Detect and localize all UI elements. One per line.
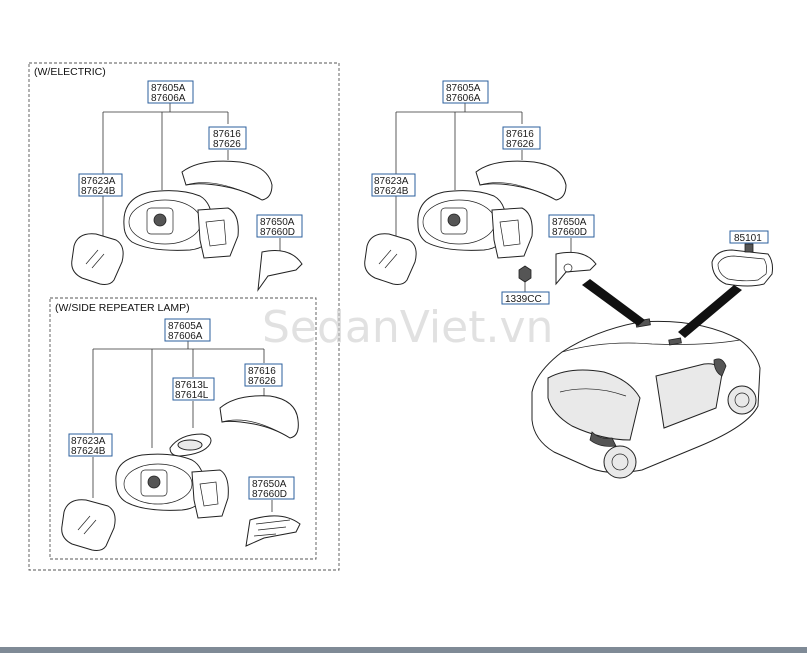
- part-number: 87624B: [71, 446, 106, 457]
- mirror-trim-manual-drawing: [555, 251, 597, 286]
- part-label-87623A-electric[interactable]: 87623A 87624B: [78, 173, 123, 197]
- part-number: 87605A: [151, 83, 186, 94]
- electric-frame: [28, 62, 340, 571]
- part-label-87605A-manual[interactable]: 87605A 87606A: [442, 80, 489, 104]
- inside-rearview-mirror-drawing: [711, 243, 773, 287]
- part-number: 87614L: [175, 390, 209, 401]
- part-number: 87660D: [552, 227, 587, 238]
- part-number: 87660D: [252, 489, 287, 500]
- part-number: 85101: [734, 233, 762, 244]
- part-number: 87624B: [374, 186, 409, 197]
- part-number: 87623A: [374, 176, 409, 187]
- part-label-87616-electric[interactable]: 87616 87626: [208, 126, 247, 150]
- mirror-cover-manual-drawing: [475, 160, 567, 201]
- part-number: 87605A: [168, 321, 203, 332]
- part-number: 87606A: [151, 93, 186, 104]
- part-number: 87650A: [260, 217, 295, 228]
- part-number: 87626: [506, 139, 534, 150]
- mirror-assembly-manual-drawing: [417, 190, 533, 259]
- part-label-85101[interactable]: 85101: [729, 230, 769, 244]
- part-number: 87626: [248, 376, 276, 387]
- part-number: 87616: [248, 366, 276, 377]
- part-number: 87616: [506, 129, 534, 140]
- part-number: 87606A: [168, 331, 203, 342]
- part-label-87650A-electric[interactable]: 87650A 87660D: [256, 214, 303, 238]
- mirror-glass-drawing: [71, 233, 124, 285]
- part-number: 87660D: [260, 227, 295, 238]
- part-number: 87623A: [81, 176, 116, 187]
- part-number: 1339CC: [505, 294, 542, 305]
- part-number: 87606A: [446, 93, 481, 104]
- electric-group-title: (W/ELECTRIC): [34, 66, 106, 78]
- mirror-cover-repeater-drawing: [219, 395, 299, 439]
- part-number: 87650A: [552, 217, 587, 228]
- part-label-87616-manual[interactable]: 87616 87626: [502, 126, 541, 150]
- repeater-leader-lines: [92, 341, 273, 512]
- part-number: 87605A: [446, 83, 481, 94]
- part-number: 87626: [213, 139, 241, 150]
- pointer-arrows: [582, 279, 742, 338]
- part-number: 87624B: [81, 186, 116, 197]
- manual-leader-lines: [395, 103, 750, 292]
- mirror-cover-drawing: [181, 160, 273, 201]
- electric-leader-lines: [102, 103, 281, 254]
- repeater-frame: [49, 297, 317, 560]
- mirror-glass-repeater-drawing: [61, 499, 116, 551]
- mirror-glass-manual-drawing: [364, 233, 417, 285]
- watermark: SedanViet.vn: [262, 302, 553, 353]
- side-repeater-lamp-drawing: [169, 433, 212, 457]
- part-label-87623A-manual[interactable]: 87623A 87624B: [371, 173, 416, 197]
- part-label-87650A-repeater[interactable]: 87650A 87660D: [248, 476, 295, 500]
- mirror-assembly-drawing: [123, 190, 239, 259]
- part-label-87605A-repeater[interactable]: 87605A 87606A: [164, 318, 211, 342]
- part-label-87616-repeater[interactable]: 87616 87626: [244, 363, 283, 387]
- part-label-87650A-manual[interactable]: 87650A 87660D: [548, 214, 595, 238]
- car-illustration: [531, 318, 761, 479]
- part-label-1339CC[interactable]: 1339CC: [501, 291, 550, 305]
- nut-drawing: [518, 265, 532, 283]
- part-label-87613L-repeater[interactable]: 87613L 87614L: [172, 377, 215, 401]
- mirror-assembly-repeater-drawing: [115, 453, 229, 519]
- mirror-trim-drawing: [257, 250, 303, 292]
- part-label-87605A-electric[interactable]: 87605A 87606A: [147, 80, 194, 104]
- repeater-group-title: (W/SIDE REPEATER LAMP): [55, 302, 190, 314]
- part-number: 87613L: [175, 380, 209, 391]
- bottom-bar: [0, 647, 807, 653]
- mirror-trim-repeater-drawing: [245, 515, 301, 547]
- part-number: 87623A: [71, 436, 106, 447]
- part-number: 87616: [213, 129, 241, 140]
- part-label-87623A-repeater[interactable]: 87623A 87624B: [68, 433, 113, 457]
- part-number: 87650A: [252, 479, 287, 490]
